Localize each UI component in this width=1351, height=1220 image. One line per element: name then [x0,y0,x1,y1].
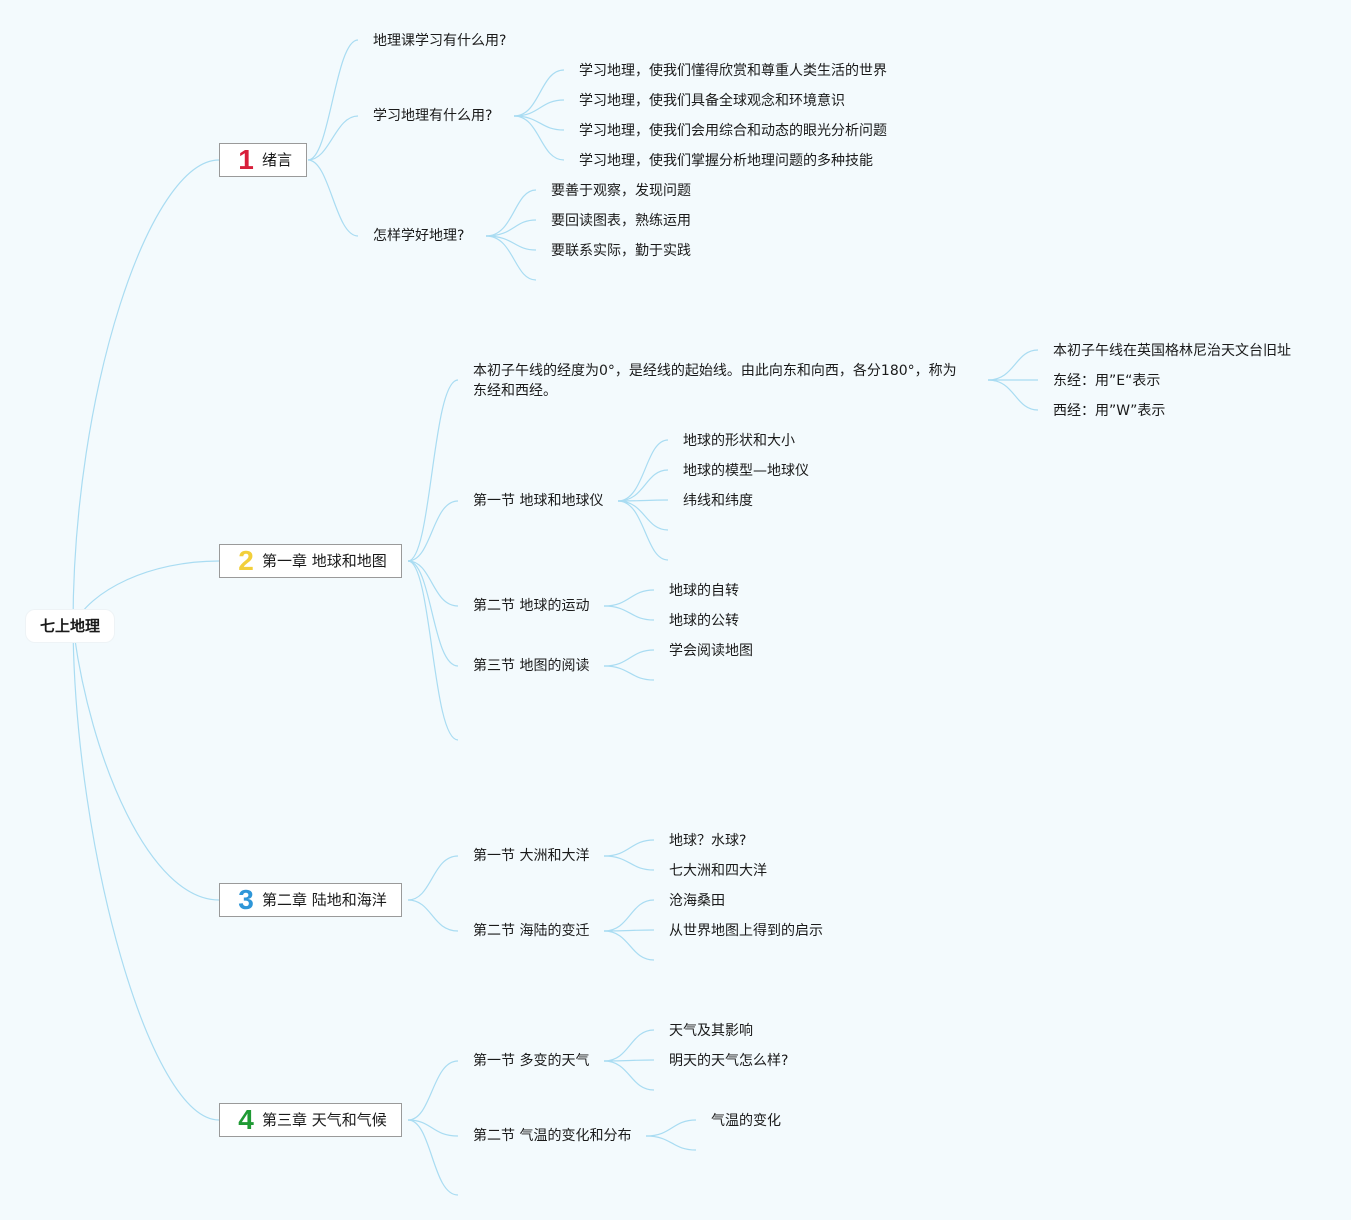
link-ch1-t1 [307,39,359,161]
link-ch4-t2-c2 [645,1135,697,1151]
chapter-label: 第三章 天气和气候 [262,1111,387,1129]
chapter-1-node[interactable]: 1 绪言 [219,143,308,177]
subtopic-node[interactable]: 要善于观察，发现问题 [551,183,691,199]
link-ch1-t2-c2 [513,99,565,117]
chapter-number: 4 [238,1104,254,1135]
subtopic-node[interactable]: 纬线和纬度 [683,493,753,509]
link-root-ch3 [72,625,220,901]
link-ch4-t2-c1 [645,1119,697,1137]
link-ch4-t1-c3 [603,1060,655,1091]
link-ch3-t2-c1 [603,899,655,932]
subtopic-node[interactable]: 地球的模型—地球仪 [683,463,809,479]
link-ch1-t2-c3 [513,115,565,131]
link-ch3-t2 [407,899,459,932]
link-ch3-t1-c2 [603,855,655,871]
link-ch2-t3 [407,560,459,607]
link-ch1-t3 [307,159,359,237]
link-ch4-t1 [407,1060,459,1121]
chapter-label: 第一章 地球和地图 [262,552,387,570]
subtopic-node[interactable]: 地球的公转 [669,613,739,629]
chapter-2-node[interactable]: 2 第一章 地球和地图 [219,544,402,578]
subtopic-node[interactable]: 从世界地图上得到的启示 [669,923,823,939]
topic-node[interactable]: 第二节 地球的运动 [473,598,590,614]
subtopic-node[interactable]: 天气及其影响 [669,1023,753,1039]
topic-node[interactable]: 学习地理有什么用? [373,108,493,124]
link-ch4-t3 [407,1119,459,1196]
topic-node[interactable]: 地理课学习有什么用? [373,33,507,49]
chapter-number: 1 [238,144,254,175]
subtopic-node[interactable]: 要回读图表，熟练运用 [551,213,691,229]
subtopic-node[interactable]: 学习地理，使我们掌握分析地理问题的多种技能 [579,153,873,169]
link-ch3-t2-c3 [603,930,655,961]
link-root-ch1 [72,159,220,627]
link-ch3-t1-c1 [603,839,655,857]
topic-node[interactable]: 第三节 地图的阅读 [473,658,590,674]
topic-node[interactable]: 本初子午线的经度为0°，是经线的起始线。由此向东和向西，各分180°，称为东经和… [473,363,957,399]
link-ch1-t3-c3 [485,235,537,251]
subtopic-node[interactable]: 地球的形状和大小 [683,433,795,449]
subtopic-node[interactable]: 西经：用”W”表示 [1053,403,1166,419]
link-ch2-t2-c1 [617,439,669,502]
chapter-label: 第二章 陆地和海洋 [262,891,387,909]
link-ch2-t2 [407,500,459,562]
link-ch4-t2 [407,1119,459,1137]
chapter-label: 绪言 [262,151,293,169]
link-ch2-t4-c1 [603,649,655,667]
subtopic-node[interactable]: 七大洲和四大洋 [669,863,767,879]
link-ch1-t2-c4 [513,115,565,161]
subtopic-node[interactable]: 地球？水球? [669,833,747,849]
link-ch2-t5 [407,560,459,741]
link-ch1-t3-c4 [485,235,537,281]
topic-node[interactable]: 第一节 多变的天气 [473,1053,590,1069]
subtopic-node[interactable]: 学会阅读地图 [669,643,753,659]
link-ch2-t3-c1 [603,589,655,607]
subtopic-node[interactable]: 学习地理，使我们会用综合和动态的眼光分析问题 [579,123,887,139]
subtopic-node[interactable]: 地球的自转 [669,583,739,599]
root-node[interactable]: 七上地理 [26,610,115,642]
chapter-4-node[interactable]: 4 第三章 天气和气候 [219,1103,402,1137]
topic-node[interactable]: 第一节 地球和地球仪 [473,493,604,509]
link-ch1-t2 [307,115,359,161]
topic-node[interactable]: 怎样学好地理? [373,228,465,244]
chapter-number: 3 [238,884,254,915]
topic-node[interactable]: 第一节 大洲和大洋 [473,848,590,864]
link-ch4-t1-c1 [603,1029,655,1062]
link-ch1-t3-c1 [485,189,537,237]
link-ch2-t2-c2 [617,469,669,502]
subtopic-node[interactable]: 学习地理，使我们具备全球观念和环境意识 [579,93,845,109]
subtopic-node[interactable]: 沧海桑田 [669,893,725,909]
chapter-number: 2 [238,545,254,576]
link-ch2-t4-c2 [603,665,655,681]
link-ch2-t3-c2 [603,605,655,621]
link-ch2-t4 [407,560,459,667]
topic-node[interactable]: 第二节 海陆的变迁 [473,923,590,939]
link-ch2-t1-c1 [987,349,1039,381]
link-ch2-t1 [407,379,459,562]
subtopic-node[interactable]: 要联系实际，勤于实践 [551,243,691,259]
topic-node[interactable]: 第二节 气温的变化和分布 [473,1128,632,1144]
link-ch1-t2-c1 [513,69,565,117]
subtopic-node[interactable]: 东经：用”E“表示 [1053,373,1161,389]
link-root-ch4 [72,625,220,1121]
chapter-3-node[interactable]: 3 第二章 陆地和海洋 [219,883,402,917]
subtopic-node[interactable]: 明天的天气怎么样? [669,1053,789,1069]
link-ch2-t2-c5 [617,500,669,561]
link-ch1-t3-c2 [485,219,537,237]
subtopic-node[interactable]: 本初子午线在英国格林尼治天文台旧址 [1053,343,1291,359]
subtopic-node[interactable]: 学习地理，使我们懂得欣赏和尊重人类生活的世界 [579,63,887,79]
link-ch2-t1-c3 [987,379,1039,411]
link-ch3-t1 [407,855,459,901]
subtopic-node[interactable]: 气温的变化 [711,1113,781,1129]
